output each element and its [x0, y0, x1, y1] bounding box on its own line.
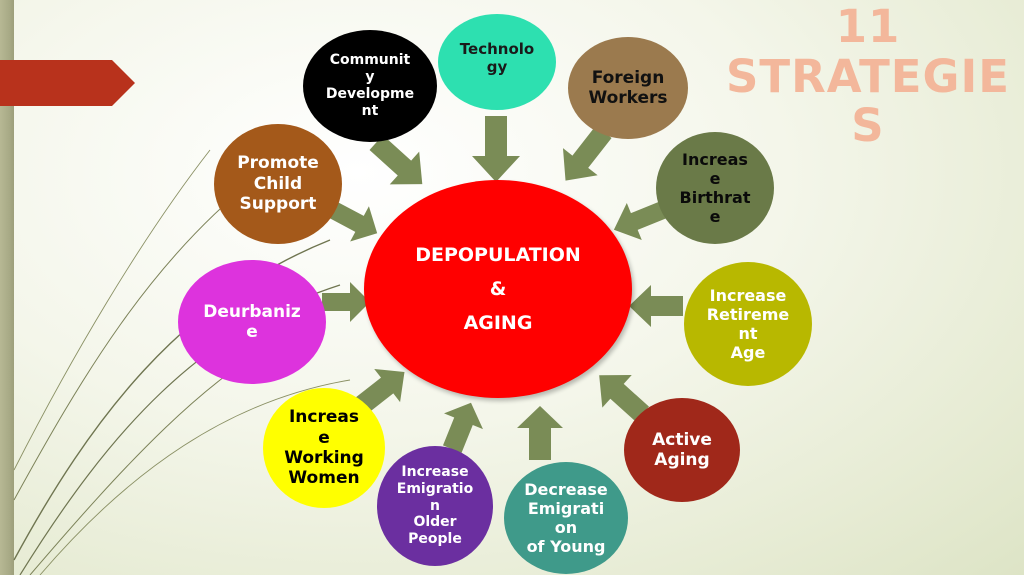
strategy-label: Technolo gy [459, 40, 535, 76]
arrow-foreign [562, 125, 612, 181]
strategy-label: Foreign Workers [588, 67, 668, 108]
strategy-promote-child-support: Promote Child Support [214, 124, 342, 244]
strategy-label: Increas e Birthrat e [679, 149, 751, 227]
arrow-birthrate [613, 201, 668, 241]
strategy-label: Active Aging [652, 429, 712, 470]
strategy-label: Deurbaniz e [203, 301, 301, 342]
strategy-label: Increas e Working Women [284, 407, 364, 489]
strategy-label: Promote Child Support [237, 153, 319, 215]
red-pointer-flag [0, 60, 135, 106]
strategy-active-aging: Active Aging [624, 398, 740, 502]
strategy-deurbanize: Deurbaniz e [178, 260, 326, 384]
strategy-technology: Technolo gy [438, 14, 556, 110]
arrow-deurbanize [322, 282, 370, 322]
arrow-community [369, 135, 423, 185]
arrow-retirement [629, 285, 683, 327]
center-depopulation-aging: DEPOPULATION & AGING [364, 180, 632, 398]
left-accent-strip [0, 0, 14, 575]
strategy-label: Communit y Developme nt [325, 52, 415, 119]
arrow-technology [472, 116, 520, 182]
strategy-increase-birthrate: Increas e Birthrat e [656, 132, 774, 244]
strategy-community-development: Communit y Developme nt [303, 30, 437, 142]
arrow-emigration-young [517, 406, 563, 460]
strategy-increase-emigration-older: Increase Emigratio n Older People [377, 446, 493, 566]
strategy-decrease-emigration-young: Decrease Emigrati on of Young [504, 462, 628, 574]
strategy-label: Increase Retireme nt Age [706, 285, 790, 363]
arrow-emigration-older [442, 402, 483, 453]
strategy-increase-retirement-age: Increase Retireme nt Age [684, 262, 812, 386]
arrow-active-aging [599, 374, 649, 422]
arrow-working-women [355, 368, 405, 414]
strategy-foreign-workers: Foreign Workers [568, 37, 688, 139]
strategy-label: Increase Emigratio n Older People [396, 464, 474, 548]
arrow-child-support [328, 201, 378, 242]
eleven-strategies-title: 11 STRATEGIE S [726, 0, 1010, 152]
strategy-increase-working-women: Increas e Working Women [263, 388, 385, 508]
center-line-3: AGING [463, 312, 533, 334]
center-line-1: DEPOPULATION [415, 244, 581, 266]
strategy-label: Decrease Emigrati on of Young [524, 479, 608, 557]
center-line-2: & [489, 278, 507, 300]
